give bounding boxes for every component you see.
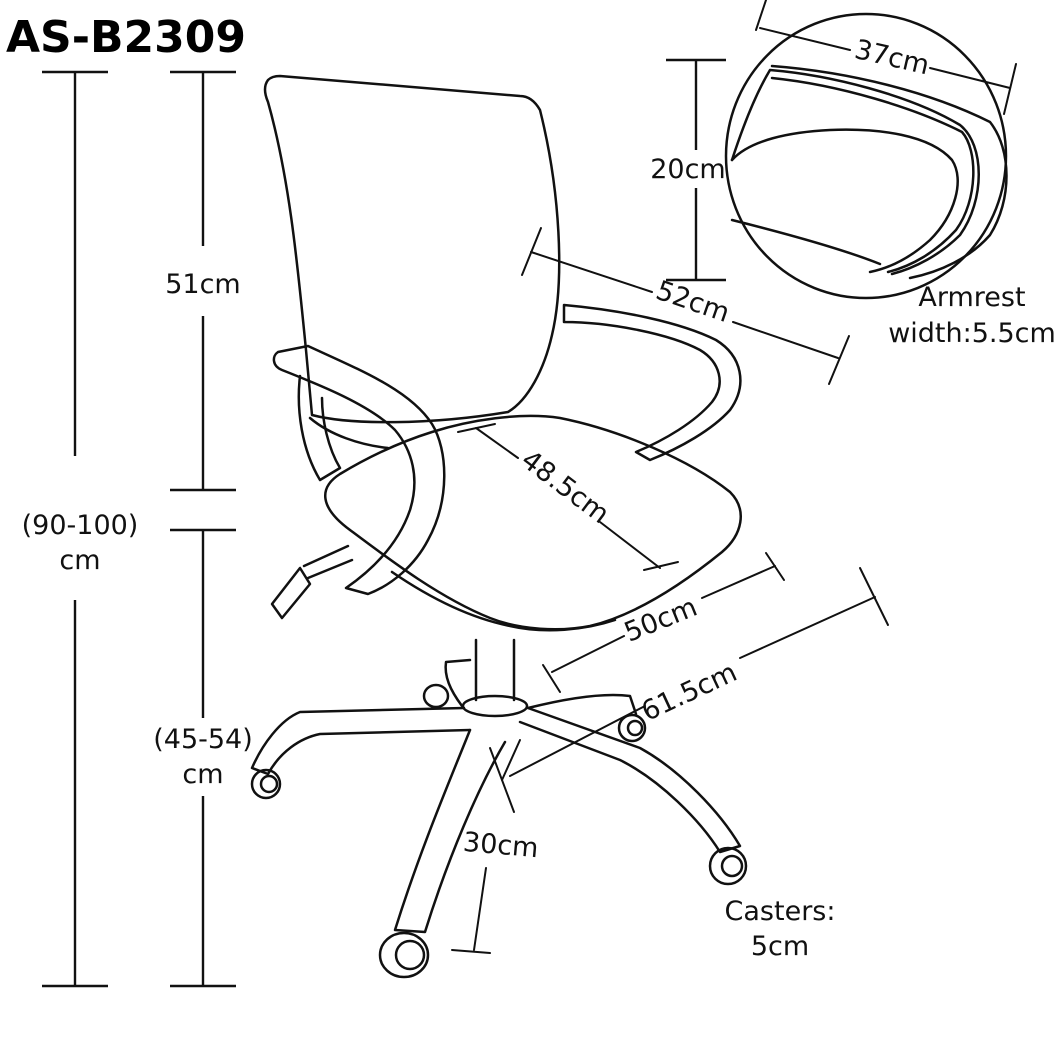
seat-height-label-1: (45-54) — [153, 724, 253, 755]
left-armrest — [272, 344, 446, 596]
casters-note-2: 5cm — [751, 931, 809, 962]
caster-left — [250, 768, 282, 800]
base-leg-dimension — [451, 739, 521, 954]
armrest-length-label: 37cm — [852, 34, 933, 81]
seat-width-label: 50cm — [620, 592, 702, 649]
casters-note-1: Casters: — [725, 896, 836, 927]
base-leg-label: 30cm — [462, 827, 540, 864]
product-code-title: AS-B2309 — [6, 12, 246, 63]
base-diameter-label: 61.5cm — [637, 657, 742, 728]
right-armrest — [562, 303, 742, 462]
base-diameter-dimension — [489, 567, 889, 813]
backrest — [263, 74, 561, 424]
seat-height-dimension — [170, 528, 236, 988]
total-height-label-2: cm — [59, 545, 100, 576]
armrest-detail-circle — [724, 12, 1008, 300]
seat-width-dimension — [542, 552, 785, 693]
seat-depth-label: 48.5cm — [515, 444, 615, 530]
caster-right — [708, 846, 748, 886]
total-height-dimension — [42, 70, 108, 988]
seat-depth-dimension — [457, 423, 679, 571]
backrest-height-dimension — [170, 70, 236, 492]
seat-height-label-2: cm — [182, 759, 223, 790]
armrest-height-dimension — [666, 58, 726, 282]
gas-cylinder — [461, 638, 529, 718]
backrest-width-dimension — [521, 227, 850, 385]
seat — [324, 414, 742, 632]
armrest-length-dimension — [755, 0, 1017, 115]
backrest-height-label: 51cm — [165, 269, 241, 300]
armrest-note-2: width:5.5cm — [888, 318, 1056, 349]
caster-back-right — [617, 713, 647, 743]
caster-back-left — [422, 683, 450, 709]
total-height-label-1: (90-100) — [22, 510, 139, 541]
armrest-height-label: 20cm — [650, 154, 726, 185]
height-lever — [270, 544, 354, 620]
caster-front — [378, 931, 430, 979]
armrest-note-1: Armrest — [918, 282, 1025, 313]
